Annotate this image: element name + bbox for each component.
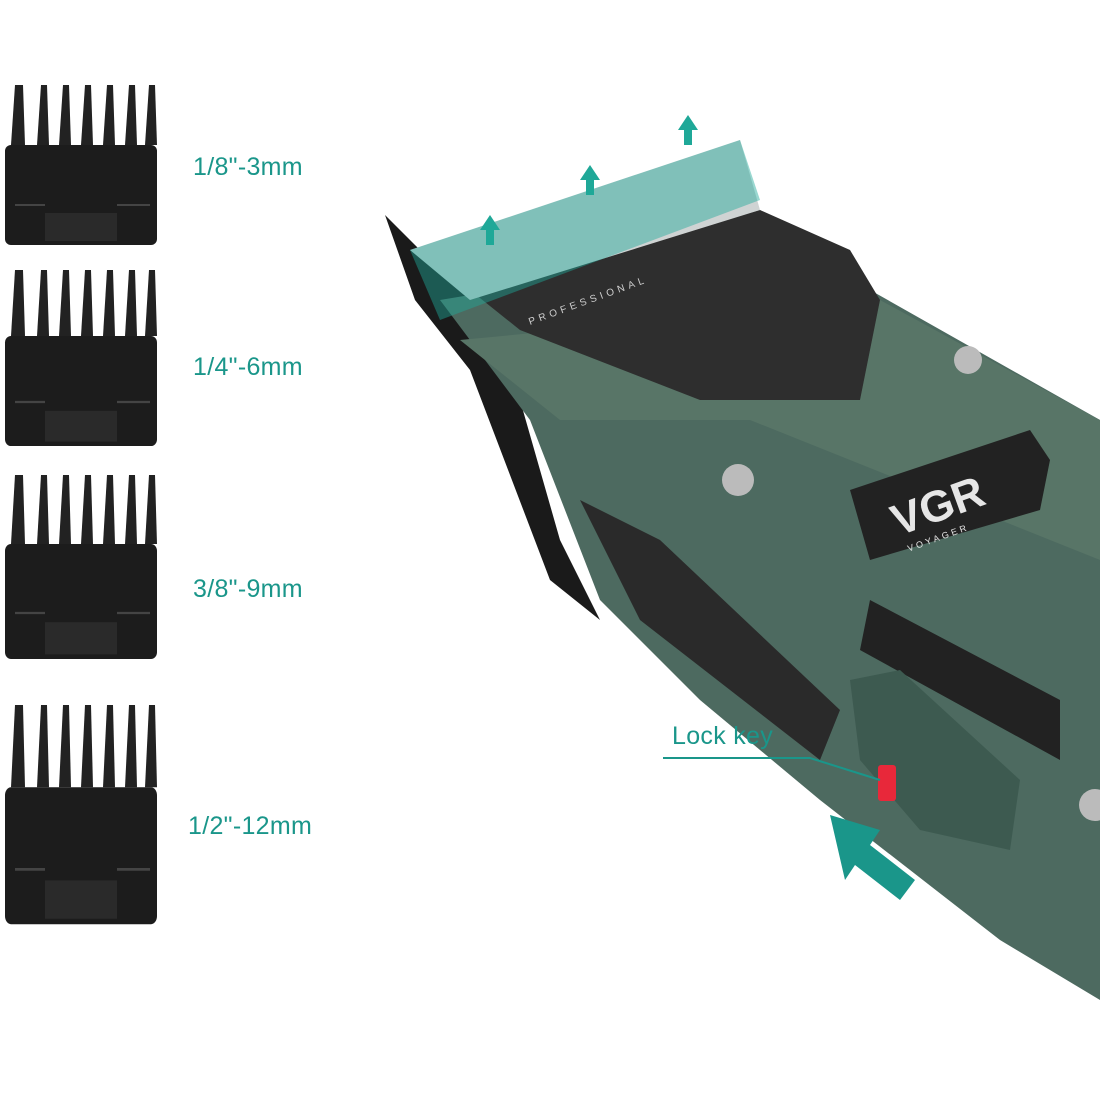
screw-icon	[722, 464, 754, 496]
callout-line	[663, 757, 881, 781]
guard-comb-3mm	[4, 84, 158, 246]
push-arrow-icon	[830, 815, 915, 900]
lock-key-button	[878, 765, 896, 801]
guard-comb-6mm	[3, 268, 159, 448]
guard-comb-12mm	[3, 703, 159, 926]
screw-icon	[954, 346, 982, 374]
guard-label-6mm: 1/4"-6mm	[193, 353, 303, 381]
guard-comb-9mm	[3, 473, 159, 661]
guard-label-9mm: 3/8"-9mm	[193, 575, 303, 603]
guard-label-3mm: 1/8"-3mm	[193, 153, 303, 181]
hair-clipper: VGR VOYAGER PROFESSIONAL	[385, 115, 1100, 1000]
guard-label-12mm: 1/2"-12mm	[188, 812, 313, 840]
lock-key-label: Lock key	[672, 722, 774, 750]
screw-icon	[1079, 789, 1100, 821]
up-arrow-icons	[480, 115, 698, 245]
